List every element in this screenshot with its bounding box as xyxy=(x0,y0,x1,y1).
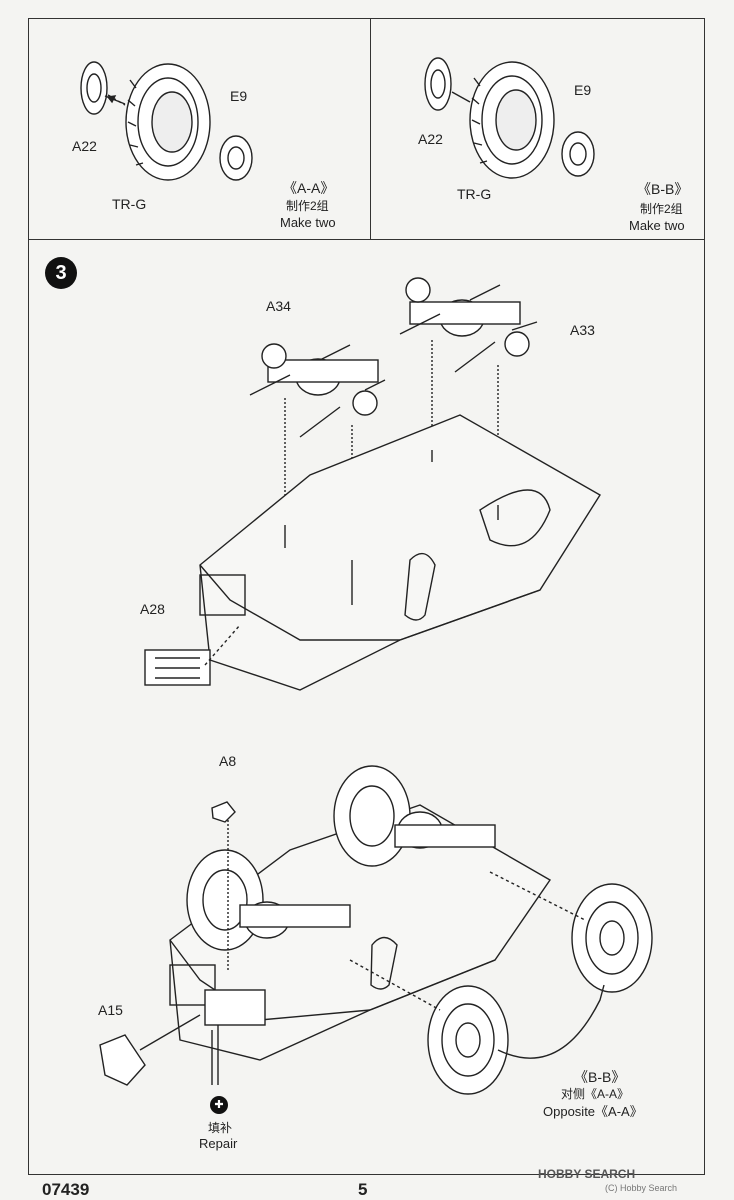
quantity-cn-bb: 制作2组 xyxy=(640,202,683,216)
axle-a34 xyxy=(249,343,386,560)
panel-divider-vertical xyxy=(370,19,371,239)
quantity-en-bb: Make two xyxy=(629,218,685,233)
watermark-logo: HOBBY SEARCH xyxy=(538,1167,636,1181)
quantity-en-aa: Make two xyxy=(280,215,336,230)
watermark-copyright: (C) Hobby Search xyxy=(605,1183,678,1193)
instruction-page-frame xyxy=(28,18,705,1175)
part-label-a8: A8 xyxy=(219,753,237,769)
wheel-assembly-aa xyxy=(80,61,253,181)
part-label-tr-g-bb: TR-G xyxy=(457,186,492,202)
hull-assembled xyxy=(99,765,653,1095)
opposite-label-cn: 对侧《A-A》 xyxy=(561,1087,630,1101)
subassembly-title-bb: 《B-B》 xyxy=(637,181,689,197)
part-label-a15: A15 xyxy=(98,1002,123,1018)
part-label-e9-bb: E9 xyxy=(574,82,592,98)
repair-label-cn: 填补 xyxy=(208,1121,233,1135)
product-code: 07439 xyxy=(42,1180,90,1199)
repair-label-en: Repair xyxy=(199,1136,238,1151)
opposite-label-en: Opposite《A-A》 xyxy=(543,1104,643,1119)
part-label-tr-g-aa: TR-G xyxy=(112,196,147,212)
part-label-a33: A33 xyxy=(570,322,595,338)
part-label-a28: A28 xyxy=(140,601,165,617)
part-label-a34: A34 xyxy=(266,298,291,314)
part-label-e9-aa: E9 xyxy=(230,88,248,104)
axle-a33 xyxy=(399,277,538,505)
subassembly-title-aa: 《A-A》 xyxy=(283,180,335,196)
part-label-a22-bb: A22 xyxy=(418,131,443,147)
part-label-a22-aa: A22 xyxy=(72,138,97,154)
wheel-assembly-bb xyxy=(424,57,595,179)
step-number-badge: 3 xyxy=(45,257,77,289)
page-number: 5 xyxy=(358,1180,368,1199)
panel-divider-horizontal xyxy=(29,239,704,240)
hull-upper xyxy=(144,414,601,691)
subassembly-label-bb: 《B-B》 xyxy=(574,1069,626,1085)
quantity-cn-aa: 制作2组 xyxy=(286,199,329,213)
repair-icon: ✚ xyxy=(210,1096,228,1114)
